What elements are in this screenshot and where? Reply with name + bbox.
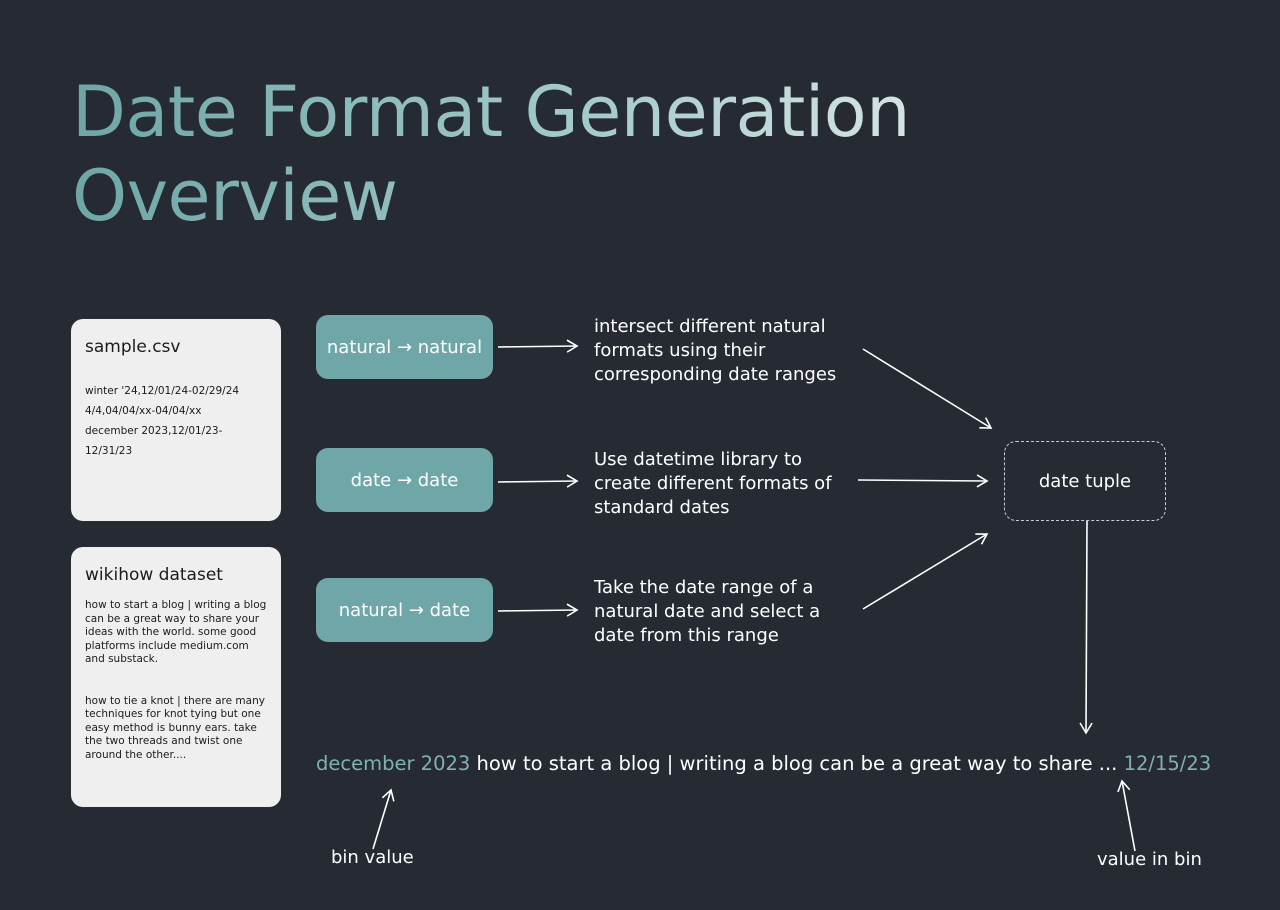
natural-to-natural-node: natural → natural [316,315,493,379]
date-to-date-node: date → date [316,448,493,512]
arrow-bin-label [372,788,395,850]
example-value-in-bin: 12/15/23 [1123,752,1212,775]
wikihow-card: wikihow dataset how to start a blog | wr… [71,547,281,807]
wikihow-entry: how to tie a knot | there are many techn… [85,694,265,761]
bin-value-label: bin value [331,847,414,868]
date-tuple-node: date tuple [1004,441,1166,521]
example-sequence: december 2023 how to start a blog | writ… [316,752,1211,775]
arrow-pill3-to-desc3 [497,603,579,617]
wikihow-title: wikihow dataset [85,565,223,585]
date-to-date-description: Use datetime library to create different… [594,449,832,518]
csv-line: 4/4,04/04/xx-04/04/xx [85,405,202,417]
natural-to-date-node: natural → date [316,578,493,642]
example-text: how to start a blog | writing a blog can… [476,752,1118,775]
wikihow-entry: how to start a blog | writing a blog can… [85,599,267,665]
arrow-pill2-to-desc2 [497,474,579,488]
arrow-desc1-to-tuple [862,348,993,429]
csv-line: winter '24,12/01/24-02/29/24 [85,385,240,397]
csv-line: december 2023,12/01/23-12/31/23 [85,425,223,457]
natural-to-date-description: Take the date range of a natural date an… [594,577,821,646]
example-bin-value: december 2023 [316,752,471,775]
arrow-desc3-to-tuple [862,533,989,610]
sample-csv-title: sample.csv [85,337,181,357]
arrow-value-label [1117,779,1136,852]
arrow-tuple-to-example [1079,520,1093,735]
sample-csv-card: sample.csv winter '24,12/01/24-02/29/24 … [71,319,281,521]
arrow-pill1-to-desc1 [497,339,579,353]
arrow-desc2-to-tuple [857,474,989,488]
value-in-bin-label: value in bin [1097,849,1202,870]
natural-to-natural-description: intersect different natural formats usin… [594,316,837,385]
